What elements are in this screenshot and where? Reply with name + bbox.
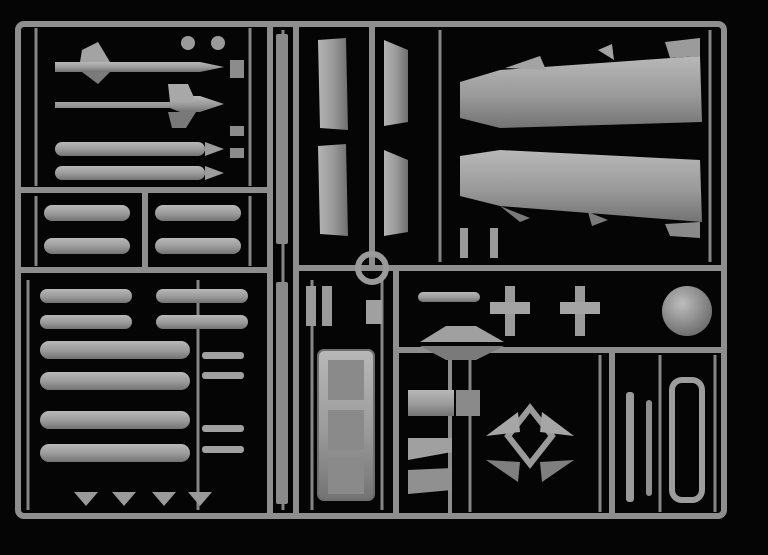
tank-parts-upper [44, 205, 241, 254]
pylon-and-small-parts [418, 286, 712, 360]
center-column-parts [276, 34, 408, 504]
missile-parts [55, 36, 244, 180]
lower-right-parts [408, 377, 705, 503]
fuselage-parts [460, 38, 702, 258]
tank-parts-lower [40, 289, 248, 506]
